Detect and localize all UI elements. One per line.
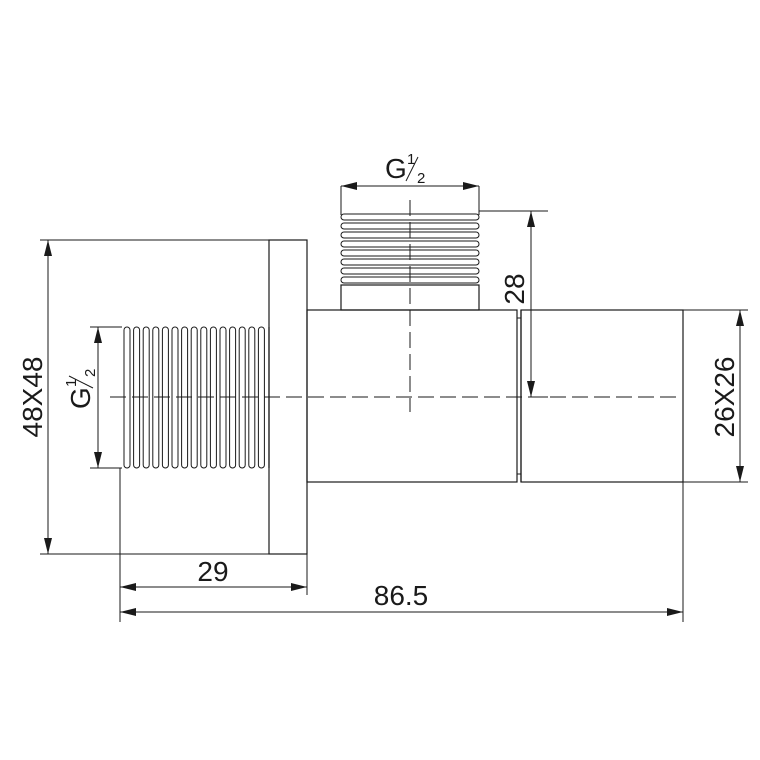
thread-top-denominator: 2	[417, 170, 425, 187]
thread-side-numerator: 1	[63, 379, 80, 387]
dim-length-total: 86.5	[120, 482, 684, 622]
valve-body	[306, 309, 518, 483]
body-size-label: 26X26	[709, 357, 740, 438]
dim-thread-side: G 1 2	[63, 326, 122, 469]
side-thread-rib	[190, 326, 198, 469]
thread-side-label: G	[65, 387, 96, 409]
dim-length-29: 29	[119, 468, 308, 622]
dim-flange: 48X48	[17, 239, 269, 555]
side-thread-rib	[257, 326, 265, 469]
height-28-label: 28	[499, 273, 530, 304]
thread-top-numerator: 1	[407, 151, 415, 168]
dim-body: 26X26	[683, 309, 748, 483]
dim-thread-top: G 1 2	[340, 151, 480, 215]
handle-cap	[520, 309, 684, 483]
length-total-label: 86.5	[374, 580, 429, 611]
length-29-label: 29	[197, 556, 228, 587]
flange-size-label: 48X48	[17, 357, 48, 438]
thread-top-label: G	[385, 153, 407, 184]
dim-height-28: 28	[479, 210, 548, 398]
thread-side-denominator: 2	[82, 369, 99, 377]
